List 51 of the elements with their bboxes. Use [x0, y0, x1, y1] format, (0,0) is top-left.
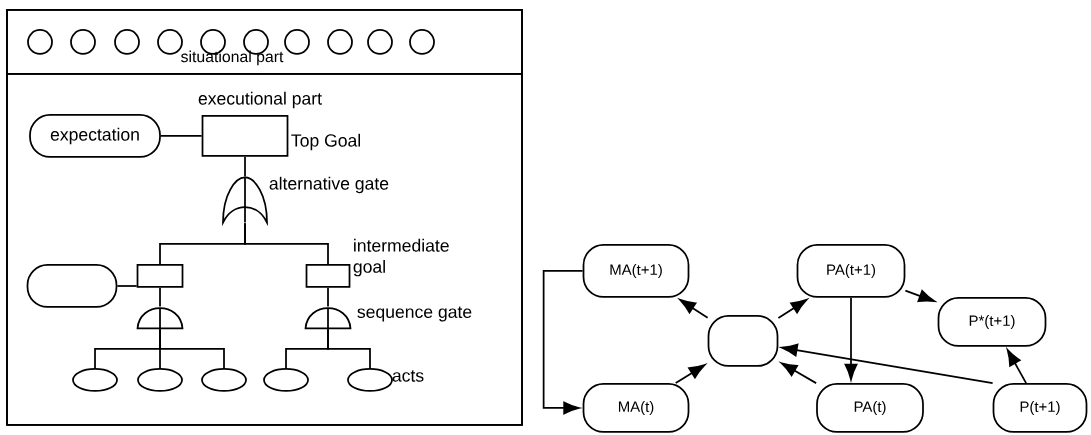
arrow [777, 299, 808, 319]
and-gate-symbol [136, 307, 184, 330]
node-label: sequence gate [357, 306, 472, 322]
state-box: P*(t+1) [937, 297, 1047, 347]
arrow [844, 297, 858, 381]
circle-symbol [367, 29, 393, 55]
arrow [1006, 349, 1027, 384]
act-ellipse [137, 368, 183, 392]
arrow [780, 362, 817, 384]
act-ellipse [201, 368, 247, 392]
state-box: PA(t) [816, 383, 924, 433]
arrow [542, 270, 584, 415]
circle-symbol [114, 29, 140, 55]
node-label: acts [392, 370, 424, 382]
arrow [679, 299, 709, 319]
state-box: P(t+1) [992, 383, 1088, 433]
node-label: Top Goal [291, 133, 360, 151]
goal-box [136, 264, 184, 288]
circle-symbol [327, 29, 353, 55]
connector-line [116, 285, 138, 287]
and-gate-symbol [304, 307, 352, 330]
circle-symbol [27, 29, 53, 55]
connector-line [327, 328, 371, 369]
arrow [904, 289, 935, 303]
goal-box [305, 264, 351, 288]
connector-line [327, 287, 329, 308]
circle-symbol [70, 29, 96, 55]
act-ellipse [347, 368, 393, 392]
situational-band: situational part [6, 9, 523, 75]
circle-symbol [284, 29, 310, 55]
state-box: PA(t+1) [796, 244, 906, 298]
node-label: alternative gate [269, 176, 389, 194]
circle-symbol [409, 29, 435, 55]
rounded-box: expectation [29, 114, 161, 158]
act-ellipse [263, 368, 309, 392]
goal-box [201, 115, 289, 157]
connector-line [160, 135, 203, 137]
act-ellipse [72, 368, 118, 392]
arrow [781, 343, 994, 384]
state-box: MA(t) [582, 383, 690, 433]
rounded-box [707, 315, 779, 367]
circle-symbol [157, 29, 183, 55]
connector-line [244, 222, 329, 265]
connector-line [159, 287, 161, 308]
or-gate-symbol [222, 176, 268, 224]
arrow [674, 364, 706, 384]
state-box: MA(t+1) [582, 244, 690, 298]
node-label: intermediate goal [353, 238, 449, 277]
connector-line [244, 156, 246, 178]
rounded-box [26, 264, 118, 308]
connector-line [159, 328, 225, 369]
